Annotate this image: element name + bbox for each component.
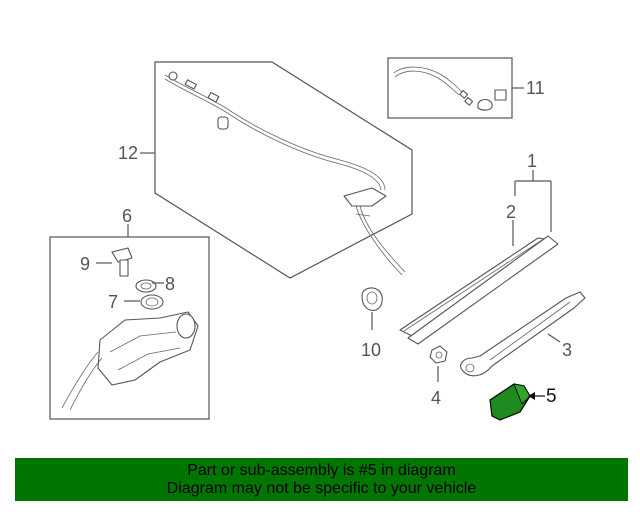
- pivot-cap-nut: [361, 287, 383, 311]
- washer-hose-panel: [154, 61, 413, 279]
- callout-12: 12: [118, 143, 138, 163]
- callout-1: 1: [527, 151, 537, 171]
- wiper-motor-panel: [49, 236, 210, 420]
- info-banner: Part or sub-assembly is #5 in diagram Di…: [15, 458, 628, 501]
- callout-5: 5: [546, 386, 557, 407]
- arm-cover-cap-highlighted[interactable]: [489, 383, 531, 421]
- banner-line-2: Diagram may not be specific to your vehi…: [166, 479, 477, 497]
- callout-6: 6: [122, 206, 132, 226]
- wiper-blade: [399, 235, 559, 345]
- callout-10: 10: [361, 340, 381, 360]
- banner-background: [15, 458, 628, 501]
- banner-line-1: Part or sub-assembly is #5 in diagram: [187, 461, 456, 479]
- leader-1: [514, 170, 552, 232]
- callout-2: 2: [506, 202, 516, 222]
- callout-8: 8: [165, 274, 175, 294]
- hose-segment-panel: [387, 57, 513, 119]
- callout-3: 3: [562, 340, 572, 360]
- callout-9: 9: [80, 254, 90, 274]
- leader-5-arrow: [528, 392, 535, 400]
- callout-11: 11: [526, 78, 545, 98]
- leader-3: [547, 333, 561, 343]
- arm-nut: [429, 345, 448, 364]
- wiper-arm: [460, 291, 586, 377]
- callout-7: 7: [108, 292, 118, 312]
- callout-4: 4: [431, 388, 441, 408]
